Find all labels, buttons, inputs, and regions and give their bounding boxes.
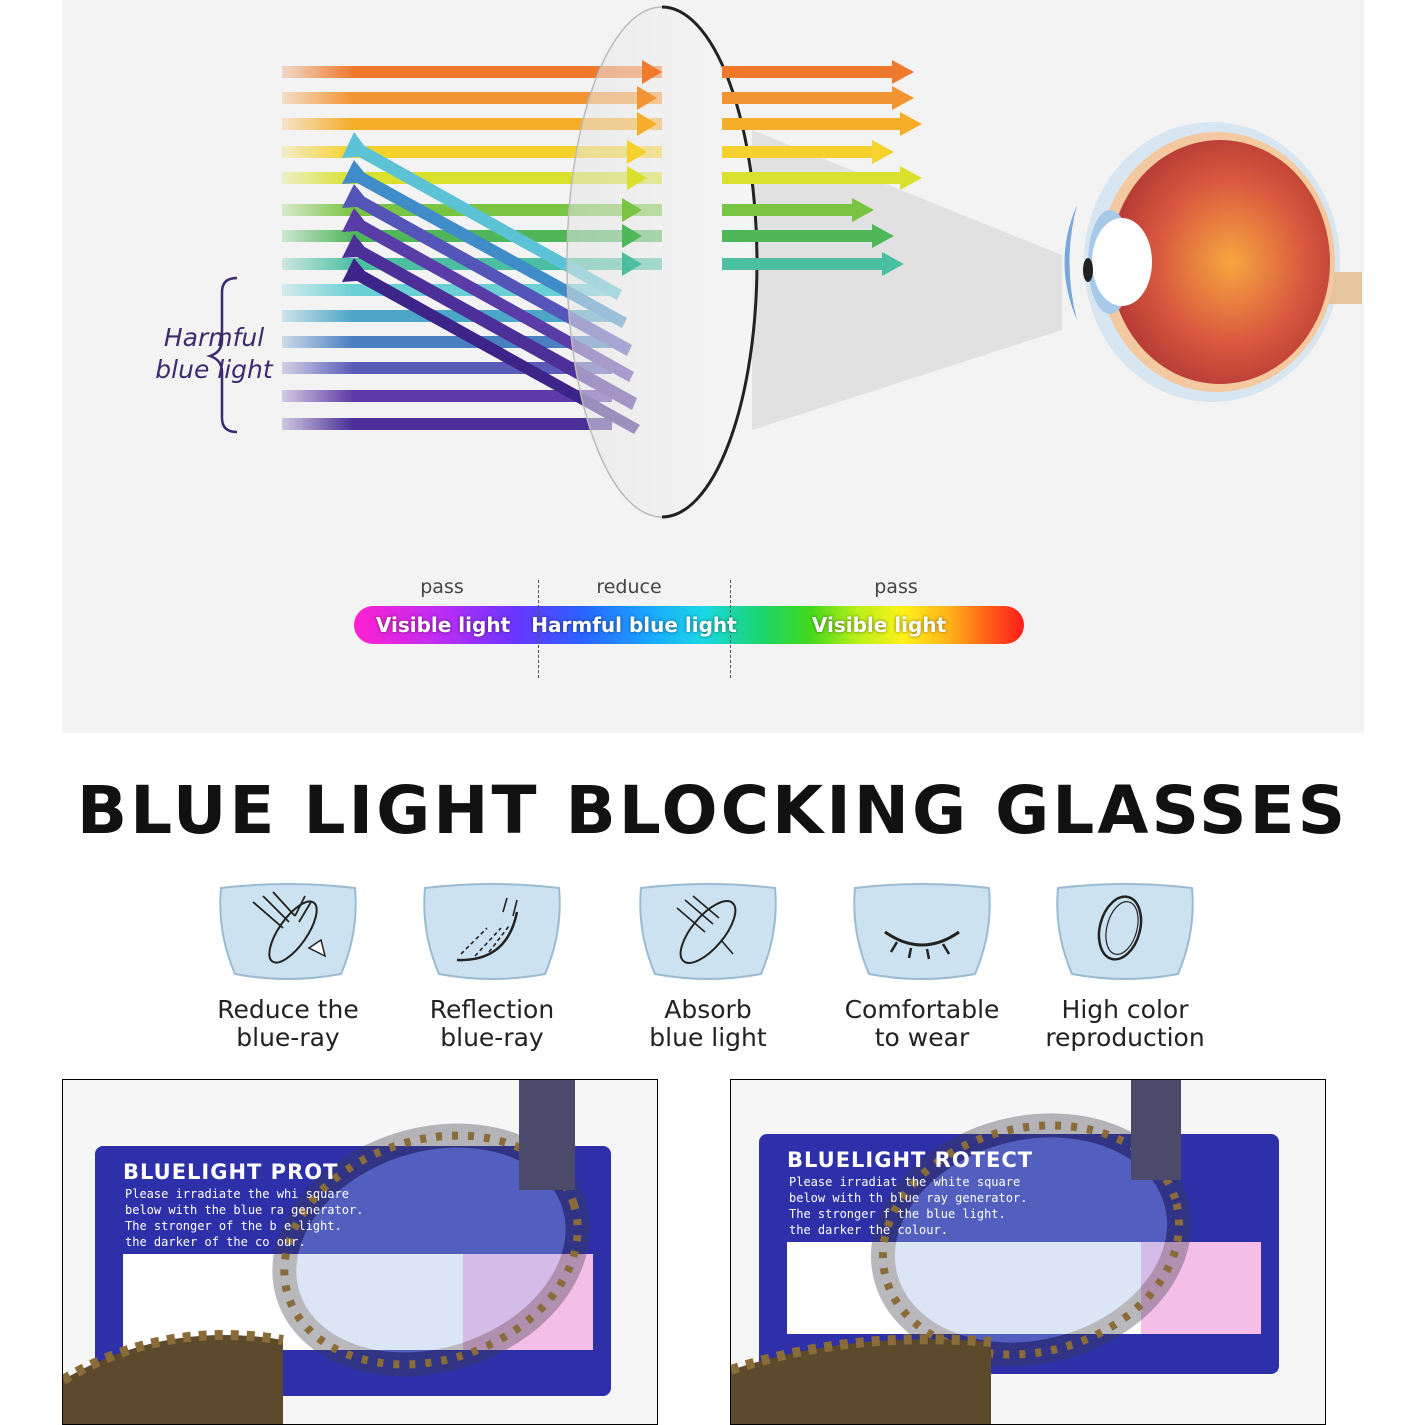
closed-eye-icon xyxy=(853,883,991,980)
card-line: Please irradiate the whi square xyxy=(125,1187,349,1201)
card-line: the darker of the co our. xyxy=(125,1235,306,1249)
outgoing-light-beams xyxy=(622,60,922,276)
card-line: The stronger of the b e light. xyxy=(125,1219,342,1233)
spectrum-segment-visible-left: Visible light xyxy=(375,613,511,637)
feature-label: Reduce the blue-ray xyxy=(217,995,359,1052)
card-line: below with the blue ra generator. xyxy=(125,1203,364,1217)
card-title: BLUELIGHT ROTECT xyxy=(787,1148,1034,1172)
spectrum-segment-harmful: Harmful blue light xyxy=(531,613,737,637)
lens-absorb-icon xyxy=(639,883,777,980)
brace xyxy=(206,276,238,434)
spectrum-caption-pass-right: pass xyxy=(874,576,918,598)
card-line: below with th blue ray generator. xyxy=(789,1191,1028,1205)
photo-test-card-right: BLUELIGHT ROTECT Please irradiat the whi… xyxy=(730,1079,1326,1425)
feature-label: Reflection blue-ray xyxy=(429,995,555,1052)
lens-clear-icon xyxy=(1056,883,1194,980)
card-line: the darker the colour. xyxy=(789,1223,948,1237)
light-diagram xyxy=(206,5,1362,519)
spectrum-segment-visible-right: Visible light xyxy=(811,613,947,637)
photo-test-card-left: BLUELIGHT PROT Please irradiate the whi … xyxy=(62,1079,658,1425)
feature-reflection-blue-ray: Reflection blue-ray xyxy=(392,882,592,1052)
spectrum-divider-left xyxy=(538,580,539,678)
feature-absorb-blue-light: Absorb blue light xyxy=(608,882,808,1052)
main-title: BLUE LIGHT BLOCKING GLASSES xyxy=(76,772,1349,849)
light-diagram-panel: Harmful blue light pass reduce pass xyxy=(62,0,1364,733)
spectrum-divider-right xyxy=(730,580,731,678)
spectrum-bar xyxy=(354,606,1024,644)
reflected-blue-beams xyxy=(342,132,640,434)
glasses-on-card-image xyxy=(731,1080,1279,1424)
card-line: The stronger f the blue light. xyxy=(789,1207,1006,1221)
spectrum-caption-reduce: reduce xyxy=(596,576,662,598)
glasses-on-card-image xyxy=(63,1080,611,1424)
feature-comfortable: Comfortable to wear xyxy=(822,882,1022,1052)
lens xyxy=(567,7,757,517)
feature-reduce-blue-ray: Reduce the blue-ray xyxy=(188,882,388,1052)
eye-illustration xyxy=(1064,122,1362,402)
feature-label: High color reproduction xyxy=(1045,995,1205,1052)
lens-block-icon xyxy=(219,883,357,980)
feature-high-color: High color reproduction xyxy=(1025,882,1225,1052)
feature-label: Comfortable to wear xyxy=(844,995,1000,1052)
feature-label: Absorb blue light xyxy=(649,995,767,1052)
harmful-blue-light-label: Harmful blue light xyxy=(155,323,273,384)
spectrum-caption-pass-left: pass xyxy=(420,576,464,598)
card-title: BLUELIGHT PROT xyxy=(123,1160,339,1184)
card-line: Please irradiat the white square xyxy=(789,1175,1021,1189)
lens-reflect-icon xyxy=(423,883,561,980)
